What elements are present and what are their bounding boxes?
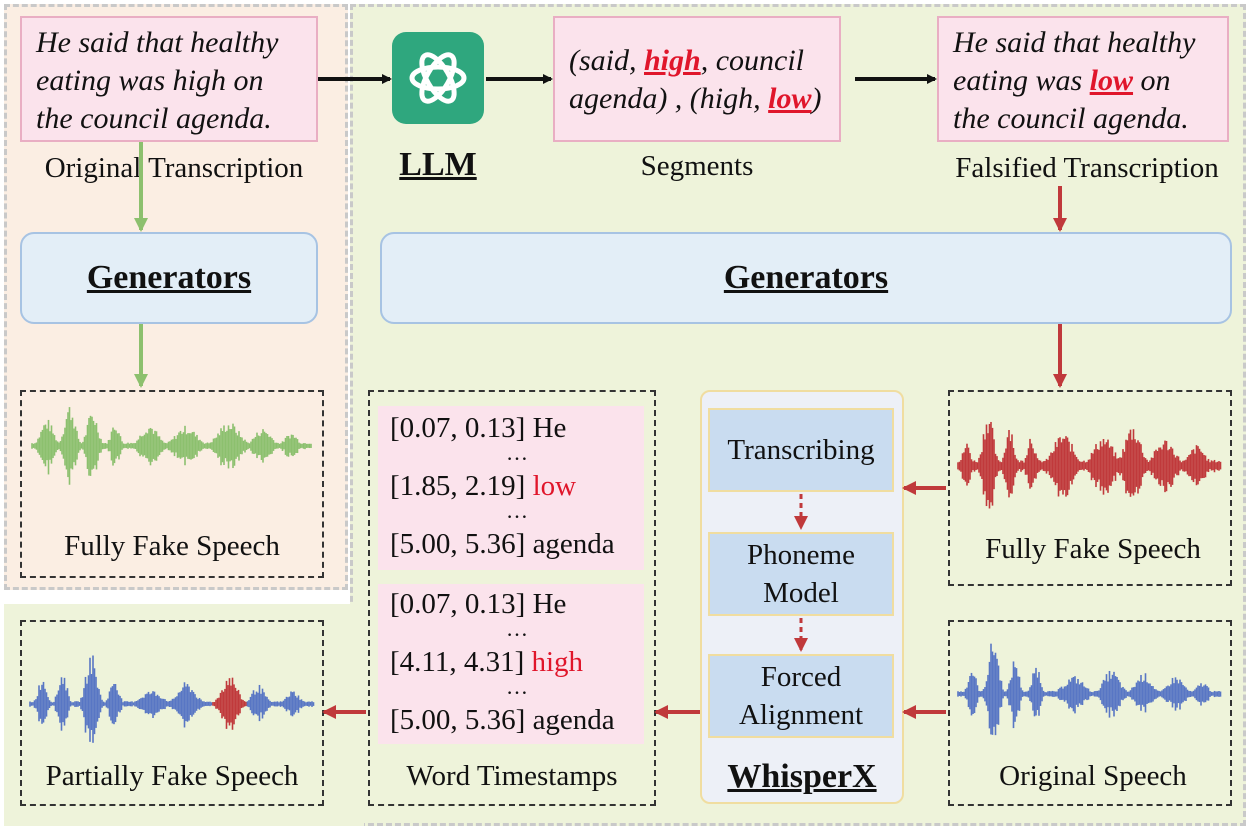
falsified-text-line: He said that healthy [953, 26, 1196, 59]
timestamp-row: [0.07, 0.13] He [390, 412, 567, 444]
fully-fake-speech-right-box [948, 390, 1232, 586]
phoneme-model-step: Phoneme Model [708, 532, 894, 616]
segment-highlight: low [768, 82, 812, 115]
llm-label: LLM [399, 146, 477, 183]
generators-left-label: Generators [86, 259, 252, 296]
generators-right: Generators [380, 232, 1232, 324]
timestamp-word-highlight: high [531, 646, 584, 678]
ellipsis: … [506, 498, 528, 523]
falsified-text-line: the council agenda. [953, 102, 1189, 135]
original-text-line: He said that healthy [36, 26, 279, 59]
generators-left: Generators [20, 232, 318, 324]
ellipsis: … [506, 440, 528, 465]
original-text-line: eating was high on [36, 64, 264, 97]
blue-waveform [956, 632, 1224, 761]
fully-fake-speech-left-caption: Fully Fake Speech [64, 530, 280, 562]
falsified-text-line: eating was low on [953, 64, 1171, 97]
falsified-transcription-box: He said that healthy eating was low on t… [937, 16, 1229, 142]
phoneme-model-label: Model [763, 577, 839, 609]
green-waveform [30, 400, 314, 497]
segments-line-2: agenda) , (high, low) [569, 82, 822, 115]
falsified-transcription-caption: Falsified Transcription [955, 152, 1219, 184]
forced-alignment-label: Forced [760, 661, 842, 693]
word-timestamps-caption: Word Timestamps [406, 760, 618, 792]
timestamp-row: [1.85, 2.19] low [390, 470, 577, 502]
original-transcription-caption: Original Transcription [44, 152, 304, 184]
fully-fake-speech-left-box [20, 390, 324, 578]
original-transcription-box: He said that healthy eating was high on … [20, 16, 318, 142]
whisperx-label: WhisperX [727, 758, 877, 795]
ellipsis: … [506, 616, 528, 641]
phoneme-model-label: Phoneme [747, 539, 855, 571]
segments-line-1: (said, high, council [569, 44, 805, 77]
generators-right-label: Generators [723, 259, 889, 296]
timestamp-row: [5.00, 5.36] agenda [390, 704, 615, 736]
llm-logo-icon [392, 32, 484, 124]
segment-highlight: high [644, 44, 701, 77]
partially-fake-speech-caption: Partially Fake Speech [45, 760, 299, 792]
segments-caption: Segments [640, 150, 754, 182]
forced-alignment-label: Alignment [738, 699, 864, 731]
timestamp-word-highlight: low [532, 470, 577, 502]
original-text-line: the council agenda. [36, 102, 272, 135]
red-waveform [956, 404, 1224, 533]
forced-alignment-step: Forced Alignment [708, 654, 894, 738]
original-speech-box [948, 620, 1232, 806]
timestamp-row: [5.00, 5.36] agenda [390, 528, 615, 560]
falsified-highlight: low [1089, 64, 1134, 97]
transcribing-step: Transcribing [708, 408, 894, 492]
word-timestamps-box [368, 390, 656, 806]
ellipsis: … [506, 674, 528, 699]
transcribing-label: Transcribing [727, 434, 875, 466]
fully-fake-speech-right-caption: Fully Fake Speech [985, 533, 1201, 565]
timestamps-group-original: [0.07, 0.13] He … [4.11, 4.31] high … [5… [378, 584, 644, 744]
timestamps-group-fake: [0.07, 0.13] He … [1.85, 2.19] low … [5.… [378, 406, 644, 570]
partial-waveform [28, 648, 316, 765]
timestamp-row: [4.11, 4.31] high [390, 646, 584, 678]
segments-box: (said, high, council agenda) , (high, lo… [553, 16, 841, 142]
original-speech-caption: Original Speech [999, 760, 1187, 792]
timestamp-row: [0.07, 0.13] He [390, 588, 567, 620]
